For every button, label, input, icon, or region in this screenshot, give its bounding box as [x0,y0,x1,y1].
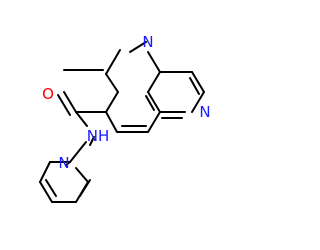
bond [147,51,161,73]
bond [191,71,205,93]
bond [191,91,205,113]
atom-label-n-pyridine-bottom: N [58,154,69,172]
molecule-structure: N N O NH N [39,33,211,203]
bond [89,136,95,146]
bonds [39,41,205,203]
bond [147,71,161,93]
bond [69,141,87,163]
bond [189,77,200,95]
bond [147,91,161,113]
bond [105,49,121,75]
bond [57,94,71,116]
bond [39,181,53,203]
bond [147,111,161,133]
atom-label-o-carbonyl: O [42,85,54,103]
bond [45,179,57,197]
bond [39,161,51,183]
bond [75,111,88,127]
bond [105,73,119,93]
atom-label-n-quinoline: N [142,33,153,51]
bond [145,95,155,111]
atom-labels: N N O NH N [42,33,211,172]
bond [75,167,89,183]
bond [65,161,71,166]
bond [105,91,119,113]
atom-label-nh-amide: NH [87,127,110,145]
atom-label-n-pyridine-right: N [199,103,210,121]
bond [63,91,77,113]
bond [105,111,118,133]
bond [129,41,147,53]
